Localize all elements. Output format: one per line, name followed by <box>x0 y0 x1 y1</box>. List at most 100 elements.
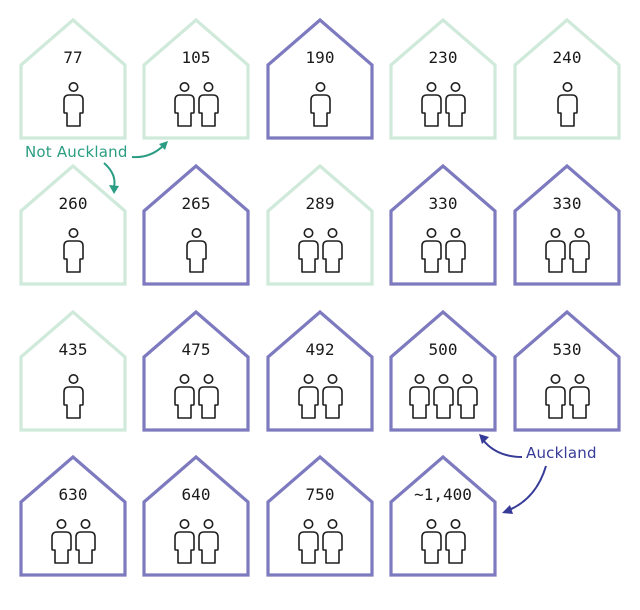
house-not-auckland: 435 <box>19 309 127 432</box>
person-icon <box>197 82 219 127</box>
house-count: 500 <box>428 340 458 359</box>
house-auckland: 492 <box>266 309 374 432</box>
person-icon <box>297 228 319 273</box>
occupants <box>266 228 374 274</box>
person-icon <box>62 374 84 419</box>
house-outline-icon <box>266 17 374 140</box>
occupants <box>266 82 374 128</box>
person-icon <box>432 374 454 419</box>
person-icon <box>544 228 566 273</box>
house-auckland: 530 <box>513 309 621 432</box>
house-count: 330 <box>428 194 458 213</box>
house-auckland: 500 <box>389 309 497 432</box>
person-icon <box>444 82 466 127</box>
house-not-auckland: 260 <box>19 163 127 286</box>
occupants <box>142 228 250 274</box>
house-not-auckland: 240 <box>513 17 621 140</box>
house-auckland: 640 <box>142 454 250 577</box>
not-auckland-label: Not Auckland <box>25 143 128 161</box>
house-count: 77 <box>63 48 83 67</box>
occupants <box>513 228 621 274</box>
person-icon <box>50 519 72 564</box>
house-count: 640 <box>181 485 211 504</box>
person-icon <box>173 82 195 127</box>
occupants <box>389 374 497 420</box>
person-icon <box>297 374 319 419</box>
house-count: 475 <box>181 340 211 359</box>
person-icon <box>62 228 84 273</box>
occupants <box>19 228 127 274</box>
house-count: 435 <box>58 340 88 359</box>
house-count: 330 <box>552 194 582 213</box>
house-count: 260 <box>58 194 88 213</box>
house-outline-icon <box>19 309 127 432</box>
person-icon <box>309 82 331 127</box>
house-outline-icon <box>266 454 374 577</box>
house-count: 492 <box>305 340 335 359</box>
house-outline-icon <box>389 309 497 432</box>
occupants <box>389 519 497 565</box>
person-icon <box>444 519 466 564</box>
house-count: ~1,400 <box>414 485 472 504</box>
person-icon <box>420 82 442 127</box>
house-outline-icon <box>266 309 374 432</box>
person-icon <box>74 519 96 564</box>
house-auckland: ~1,400 <box>389 454 497 577</box>
house-count: 105 <box>181 48 211 67</box>
house-auckland: 475 <box>142 309 250 432</box>
house-outline-icon <box>513 163 621 286</box>
person-icon <box>321 374 343 419</box>
person-icon <box>444 228 466 273</box>
auckland-label: Auckland <box>526 444 597 462</box>
house-count: 230 <box>428 48 458 67</box>
house-outline-icon <box>142 454 250 577</box>
house-outline-icon <box>389 454 497 577</box>
occupants <box>142 374 250 420</box>
person-icon <box>556 82 578 127</box>
occupants <box>19 374 127 420</box>
person-icon <box>568 374 590 419</box>
person-icon <box>197 374 219 419</box>
person-icon <box>456 374 478 419</box>
house-outline-icon <box>142 309 250 432</box>
house-count: 240 <box>552 48 582 67</box>
house-auckland: 330 <box>389 163 497 286</box>
house-count: 630 <box>58 485 88 504</box>
house-auckland: 750 <box>266 454 374 577</box>
person-icon <box>321 228 343 273</box>
occupants <box>513 374 621 420</box>
person-icon <box>62 82 84 127</box>
occupants <box>142 82 250 128</box>
house-not-auckland: 289 <box>266 163 374 286</box>
person-icon <box>408 374 430 419</box>
occupants <box>266 519 374 565</box>
person-icon <box>197 519 219 564</box>
house-count: 190 <box>305 48 335 67</box>
person-icon <box>420 228 442 273</box>
house-outline-icon <box>266 163 374 286</box>
occupants <box>142 519 250 565</box>
house-auckland: 190 <box>266 17 374 140</box>
house-outline-icon <box>19 454 127 577</box>
occupants <box>513 82 621 128</box>
house-auckland: 630 <box>19 454 127 577</box>
house-outline-icon <box>19 163 127 286</box>
house-count: 289 <box>305 194 335 213</box>
house-auckland: 330 <box>513 163 621 286</box>
occupants <box>266 374 374 420</box>
person-icon <box>297 519 319 564</box>
occupants <box>389 82 497 128</box>
house-outline-icon <box>389 17 497 140</box>
person-icon <box>173 374 195 419</box>
person-icon <box>544 374 566 419</box>
house-not-auckland: 77 <box>19 17 127 140</box>
house-outline-icon <box>19 17 127 140</box>
house-count: 265 <box>181 194 211 213</box>
house-outline-icon <box>513 309 621 432</box>
person-icon <box>420 519 442 564</box>
house-outline-icon <box>142 17 250 140</box>
occupants <box>19 82 127 128</box>
person-icon <box>321 519 343 564</box>
house-outline-icon <box>389 163 497 286</box>
